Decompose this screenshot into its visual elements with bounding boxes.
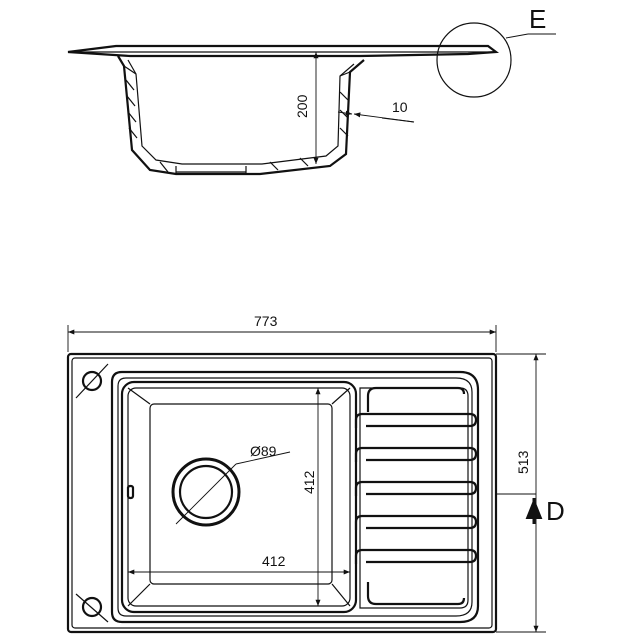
top-plan-view: 773 513 D bbox=[66, 313, 565, 634]
bowl-width-label: 412 bbox=[262, 553, 286, 569]
drainboard-rib bbox=[354, 548, 478, 564]
drainboard-rib bbox=[354, 446, 478, 462]
mounting-hole-top-left bbox=[75, 363, 109, 399]
drain-outlet bbox=[175, 166, 247, 174]
wall-thickness-label: 10 bbox=[392, 99, 408, 115]
detail-e-label: E bbox=[529, 4, 546, 34]
side-section-view: 200 10 E bbox=[67, 4, 556, 176]
section-d-label: D bbox=[546, 496, 565, 526]
bowl-inner-wall bbox=[127, 59, 355, 165]
drainboard-rib bbox=[354, 480, 478, 496]
bowl-outer-wall bbox=[117, 55, 365, 176]
deck-outline bbox=[66, 352, 498, 634]
deck-rim bbox=[67, 44, 500, 58]
bowl-depth-label: 412 bbox=[301, 470, 317, 494]
drainboard-rib bbox=[354, 412, 478, 428]
drainboard-rib bbox=[354, 514, 478, 530]
drainboard bbox=[354, 386, 478, 609]
overflow-slot bbox=[126, 484, 135, 500]
mounting-hole-bottom-left bbox=[75, 593, 109, 623]
drain-diameter-label: Ø89 bbox=[250, 443, 277, 459]
detail-e-circle bbox=[436, 22, 512, 98]
section-hatching bbox=[125, 79, 349, 173]
drainboard-rib bbox=[366, 582, 466, 606]
bowl-floor bbox=[149, 403, 333, 585]
overall-width-label: 773 bbox=[254, 313, 278, 329]
overall-depth-label: 513 bbox=[515, 450, 531, 474]
depth-dimension-label: 200 bbox=[294, 94, 310, 118]
drain-strainer bbox=[171, 457, 241, 527]
sink-body-outline bbox=[110, 370, 480, 624]
drainboard-rib bbox=[366, 386, 466, 412]
